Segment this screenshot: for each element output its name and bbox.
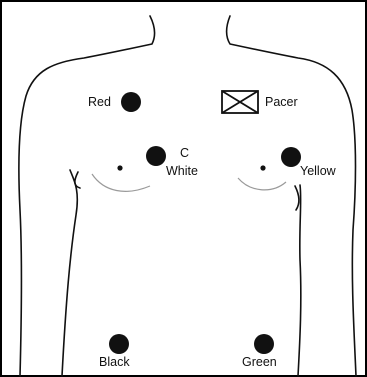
electrode-label-white: White <box>166 164 198 178</box>
electrode-label-red: Red <box>88 95 111 109</box>
pacer-label: Pacer <box>265 95 298 109</box>
electrode-yellow <box>281 147 301 167</box>
electrode-green <box>254 334 274 354</box>
electrode-label-black: Black <box>99 355 130 369</box>
box-x-icon <box>222 91 258 113</box>
nipple-right <box>260 165 265 170</box>
electrode-label-green: Green <box>242 355 277 369</box>
nipple-left <box>117 165 122 170</box>
electrode-label-yellow: Yellow <box>300 164 337 178</box>
electrode-black <box>109 334 129 354</box>
torso-outline <box>19 16 356 376</box>
electrode-marker-white: C <box>180 146 189 160</box>
electrode-red <box>121 92 141 112</box>
electrode-white <box>146 146 166 166</box>
